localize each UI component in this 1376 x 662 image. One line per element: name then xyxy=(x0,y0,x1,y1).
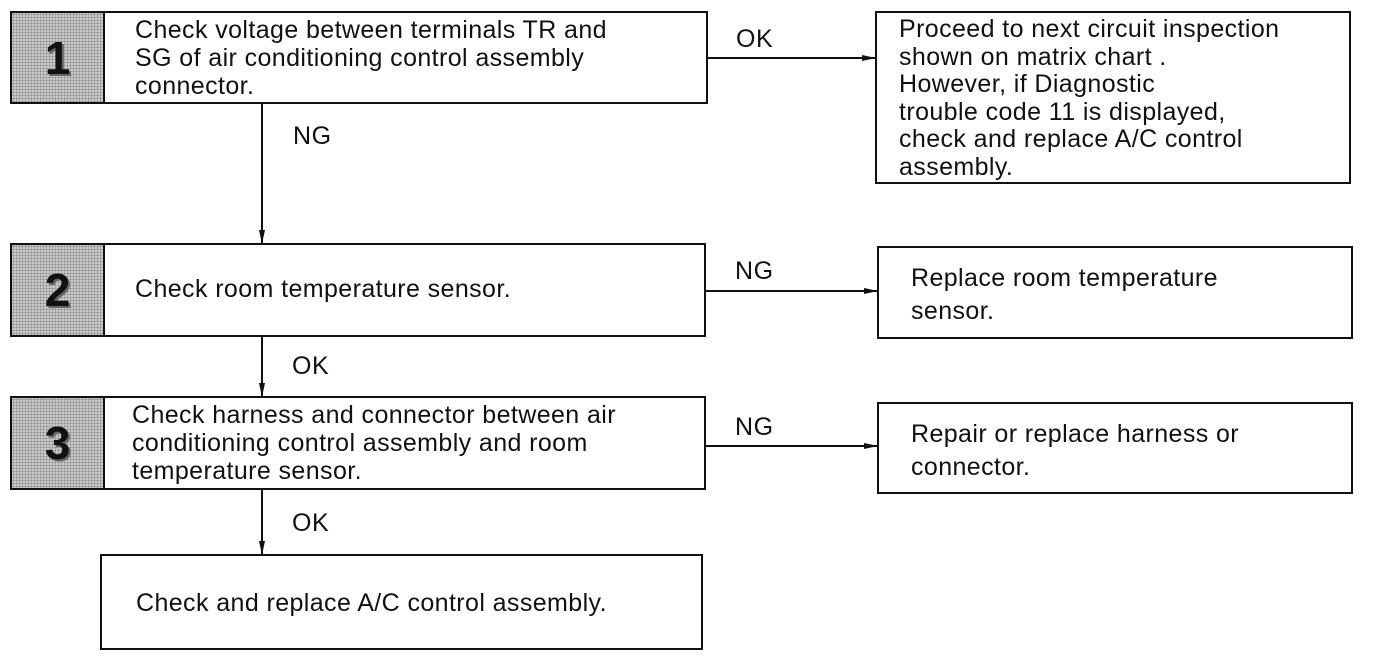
outcome-line: trouble code 11 is displayed, xyxy=(899,97,1226,126)
outcome-line: connector. xyxy=(911,453,1031,481)
final-action-text: Check and replace A/C control assembly. xyxy=(136,589,607,617)
step-1-line: Check voltage between terminals TR and xyxy=(135,16,607,44)
step-3-badge: 3 xyxy=(12,398,105,488)
step-2-number: 2 xyxy=(44,264,71,316)
step-1-badge: 1 xyxy=(12,13,105,102)
outcome-line: Repair or replace harness or xyxy=(911,420,1240,448)
step-1-box: 1 Check voltage between terminals TR and… xyxy=(10,11,708,104)
outcome-line: Proceed to next circuit inspection xyxy=(899,15,1280,43)
label-ng-3: NG xyxy=(735,413,774,441)
step-3-box: 3 Check harness and connector between ai… xyxy=(10,396,706,490)
outcome-repair-harness-box: Repair or replace harness or connector. xyxy=(877,402,1353,494)
step-3-line: Check harness and connector between air xyxy=(132,401,616,429)
label-ok-2: OK xyxy=(292,352,330,380)
label-ok-3: OK xyxy=(292,509,330,537)
outcome-replace-sensor-box: Replace room temperature sensor. xyxy=(877,246,1353,339)
step-1-number: 1 xyxy=(44,31,71,84)
outcome-replace-sensor-text: Replace room temperature sensor. xyxy=(911,262,1218,328)
step-3-line: temperature sensor. xyxy=(132,457,362,485)
outcome-line: sensor. xyxy=(911,297,995,325)
step-2-badge: 2 xyxy=(12,245,105,335)
outcome-line: check and replace A/C control xyxy=(899,125,1243,153)
step-3-text: Check harness and connector between air … xyxy=(132,401,616,485)
outcome-line: However, if Diagnostic xyxy=(899,70,1156,98)
step-1-text: Check voltage between terminals TR and S… xyxy=(135,16,607,100)
step-3-number: 3 xyxy=(44,417,71,469)
outcome-proceed-box: Proceed to next circuit inspection shown… xyxy=(875,11,1351,184)
step-2-line: Check room temperature sensor. xyxy=(135,275,512,303)
step-3-line: conditioning control assembly and room xyxy=(132,429,588,457)
outcome-line: Replace room temperature xyxy=(911,264,1218,292)
step-1-line: SG of air conditioning control assembly xyxy=(135,44,585,72)
outcome-line: assembly. xyxy=(899,152,1014,181)
label-ok-1: OK xyxy=(736,25,774,53)
final-action-box: Check and replace A/C control assembly. xyxy=(100,554,703,650)
label-ng-2: NG xyxy=(735,257,774,285)
step-2-box: 2 Check room temperature sensor. xyxy=(10,243,706,337)
label-ng-1: NG xyxy=(293,122,332,150)
outcome-line: shown on matrix chart . xyxy=(899,42,1167,71)
step-2-text: Check room temperature sensor. xyxy=(135,275,511,303)
outcome-repair-harness-text: Repair or replace harness or connector. xyxy=(911,418,1239,484)
step-1-line: connector. xyxy=(135,72,255,100)
final-line: Check and replace A/C control assembly. xyxy=(136,589,607,617)
outcome-proceed-text: Proceed to next circuit inspection shown… xyxy=(899,15,1280,181)
